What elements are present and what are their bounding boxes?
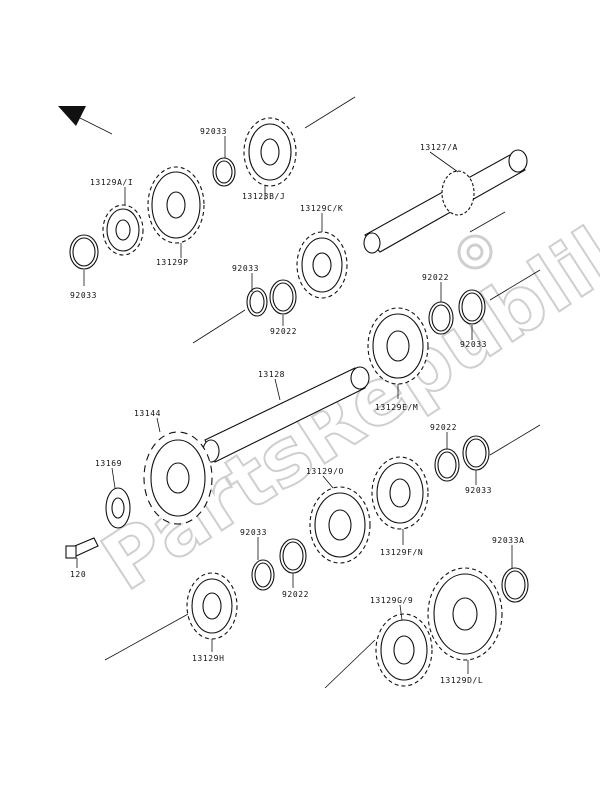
- circlip-92033-right: [458, 289, 486, 325]
- washer-92022-right: [428, 301, 454, 335]
- label-120: 120: [70, 570, 86, 579]
- label-13129g: 13129G/9: [370, 596, 413, 605]
- gear-13129f: [371, 456, 429, 530]
- gear-13129g: [375, 613, 433, 687]
- label-13128: 13128: [258, 370, 285, 379]
- input-shaft-13128: [202, 366, 370, 463]
- label-13144: 13144: [134, 409, 161, 418]
- label-13129a: 13129A/I: [90, 178, 133, 187]
- gear-13129p: [147, 166, 205, 244]
- washer-92022-lowright: [434, 448, 460, 482]
- output-shaft-13127: [363, 149, 528, 254]
- label-13129o: 13129/O: [306, 467, 344, 476]
- label-13129h: 13129H: [192, 654, 225, 663]
- label-13129c: 13129C/K: [300, 204, 343, 213]
- gear-13123b: [243, 117, 297, 187]
- gear-13129o: [309, 486, 371, 564]
- circlip-92033-left: [69, 234, 99, 270]
- label-92022-right: 92022: [422, 273, 449, 282]
- sprocket-13144: [143, 431, 213, 525]
- label-92033-mid: 92033: [232, 264, 259, 273]
- label-92033-left: 92033: [70, 291, 97, 300]
- label-92022-lowright: 92022: [430, 423, 457, 432]
- label-92033-lowright: 92033: [465, 486, 492, 495]
- label-92033-low: 92033: [240, 528, 267, 537]
- label-13127a: 13127/A: [420, 143, 458, 152]
- arrow-up-left-icon: [58, 106, 113, 135]
- gear-13129h: [186, 572, 238, 640]
- bolt-120: [65, 537, 99, 559]
- lockplate-13169: [105, 487, 131, 529]
- label-92022-low: 92022: [282, 590, 309, 599]
- leader-lines: [104, 96, 541, 689]
- label-13123b: 13123B/J: [242, 192, 285, 201]
- washer-92022-mid: [269, 279, 297, 315]
- label-92022-mid: 92022: [270, 327, 297, 336]
- label-13129f: 13129F/N: [380, 548, 423, 557]
- label-13129e: 13129E/M: [375, 403, 418, 412]
- washer-92022-low: [279, 538, 307, 574]
- gear-icon: [457, 234, 493, 270]
- label-13169: 13169: [95, 459, 122, 468]
- part-labels: 92033 13123B/J 13127/A 13129A/I 13129P 9…: [70, 127, 525, 685]
- gear-13129a: [102, 204, 144, 256]
- label-13129d: 13129D/L: [440, 676, 483, 685]
- label-13129p: 13129P: [156, 258, 189, 267]
- circlip-92033-top: [212, 157, 236, 187]
- label-92033-right: 92033: [460, 340, 487, 349]
- circlip-92033-mid: [246, 287, 268, 317]
- circlip-92033a: [501, 567, 529, 603]
- circlip-92033-low: [251, 559, 275, 591]
- circlip-92033-lowright: [462, 435, 490, 471]
- label-92033a: 92033A: [492, 536, 525, 545]
- gear-13129c: [296, 231, 348, 299]
- gear-13129d: [427, 567, 503, 661]
- gear-13129e: [367, 307, 429, 385]
- callout-lines: [76, 136, 513, 674]
- label-92033-top: 92033: [200, 127, 227, 136]
